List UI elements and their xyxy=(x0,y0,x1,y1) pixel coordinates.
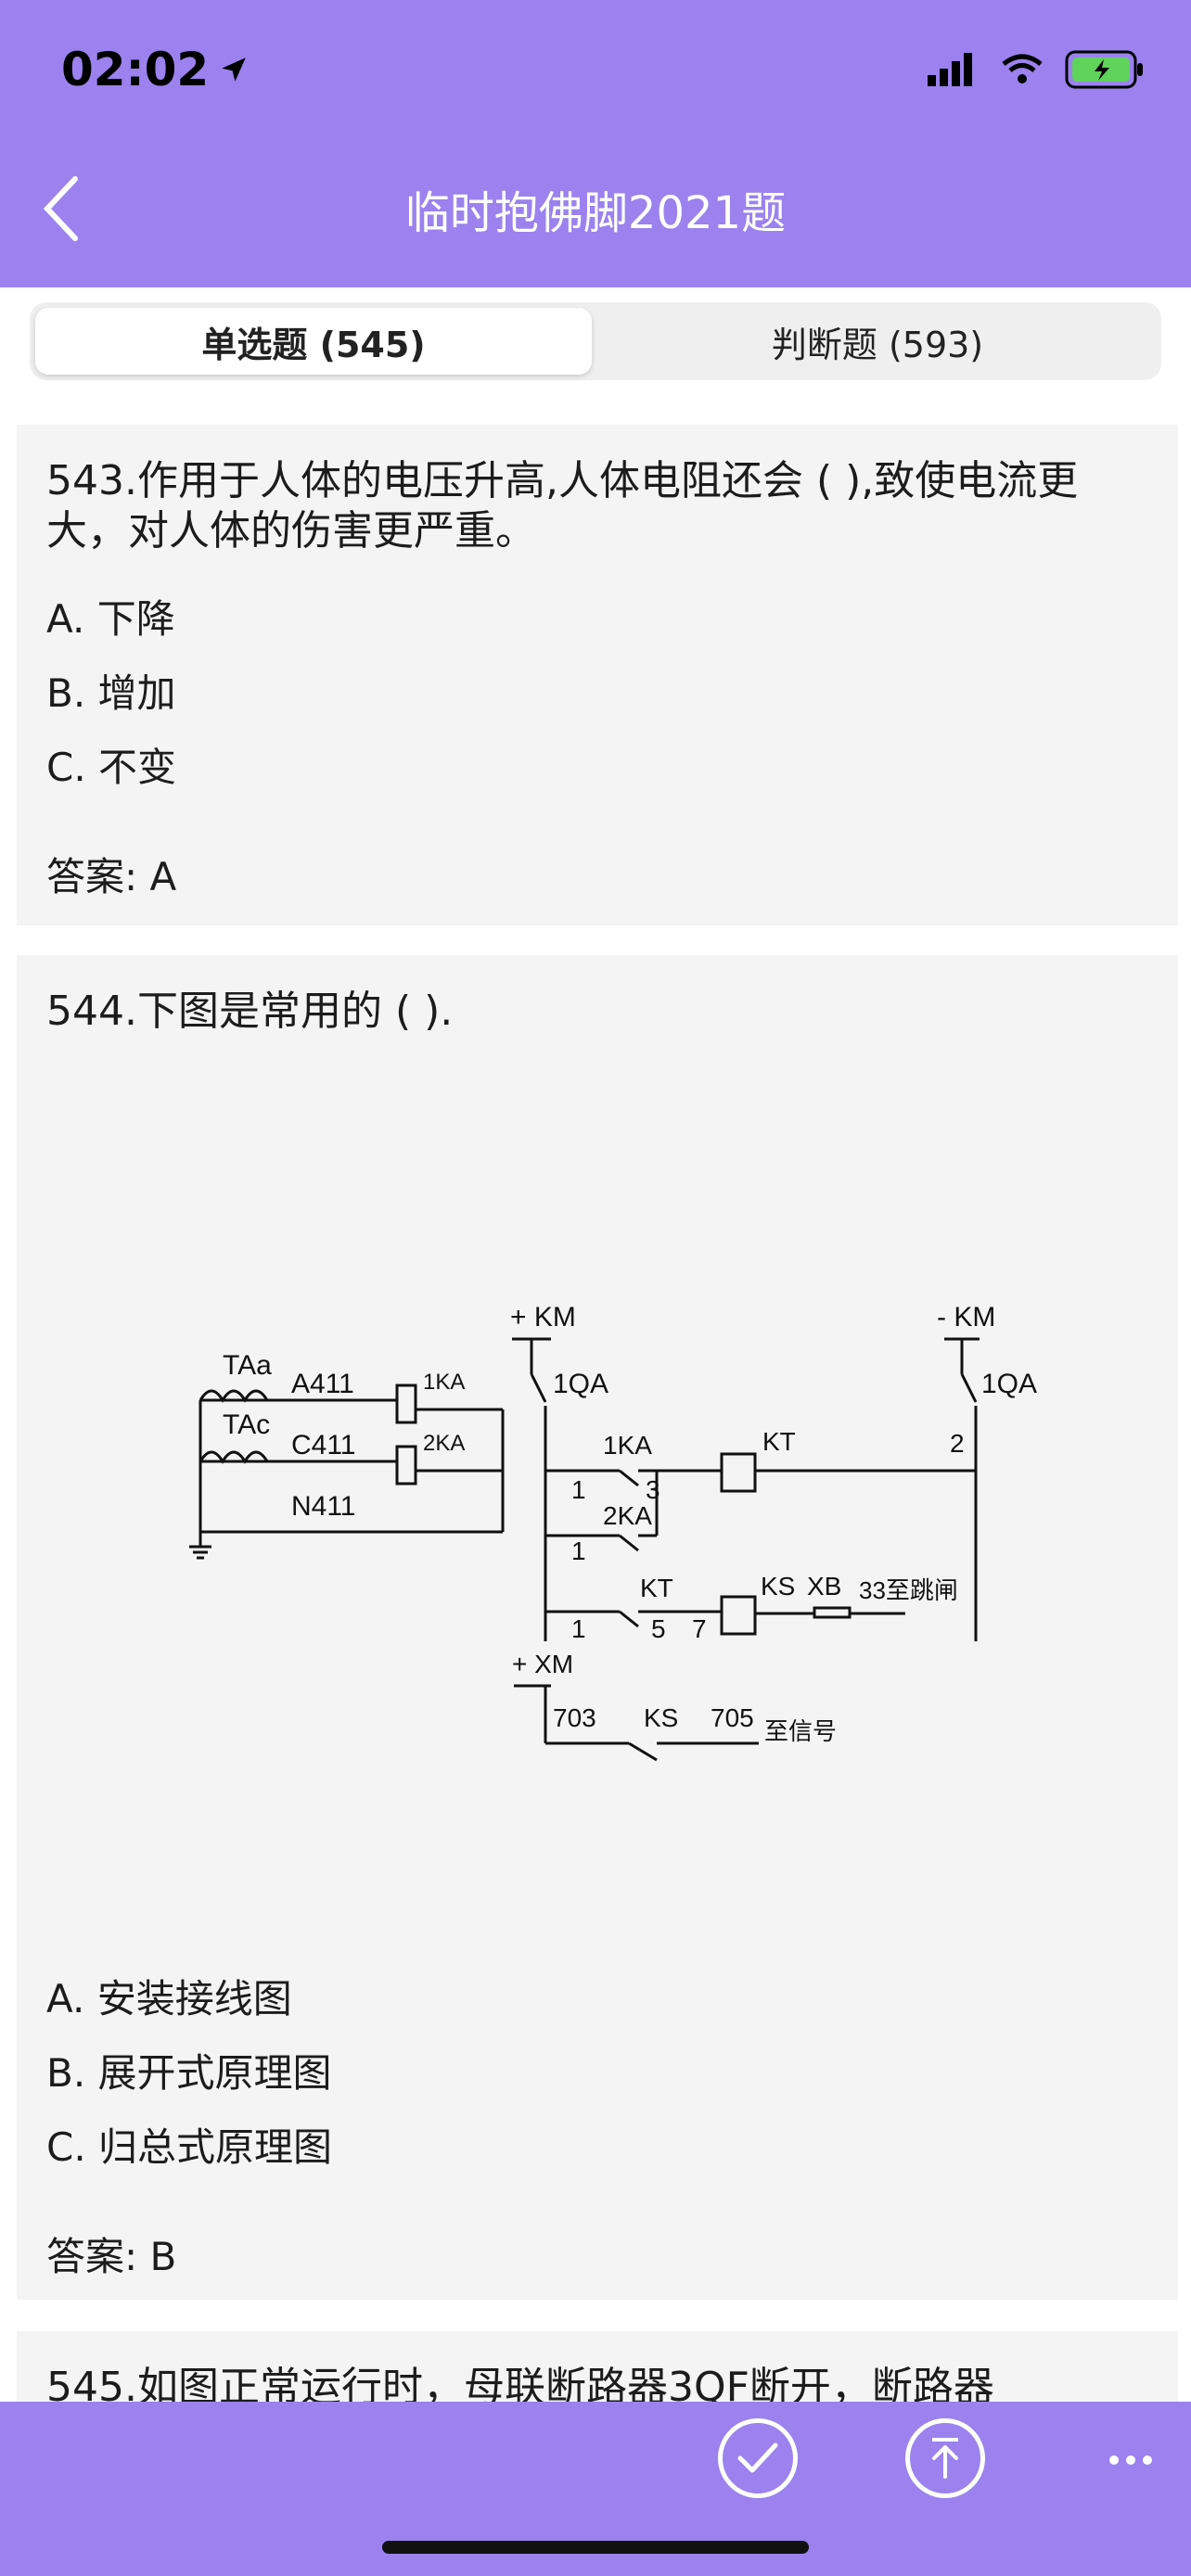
arrow-up-to-top-icon xyxy=(932,2438,958,2479)
question-text: 544.下图是常用的 ( ). xyxy=(46,988,454,1035)
question-card: 544.下图是常用的 ( ). TAa TAc A411 C411 N411 1… xyxy=(17,955,1178,2300)
option-c[interactable]: C. 不变 xyxy=(46,745,177,790)
status-indicators xyxy=(928,48,1145,95)
option-a[interactable]: A. 下降 xyxy=(46,596,175,642)
nav-header: 02:02 临时抱佛脚2021题 xyxy=(0,0,1191,287)
diagram-label: TAc xyxy=(223,1409,270,1440)
diagram-label: 1KA xyxy=(603,1431,652,1460)
option-c[interactable]: C. 归总式原理图 xyxy=(46,2124,333,2170)
diagram-label: 1 xyxy=(571,1475,586,1504)
question-type-tabs: 单选题 (545) 判断题 (593) xyxy=(30,302,1161,380)
diagram-label: 2KA xyxy=(603,1501,652,1530)
checkmark-icon xyxy=(737,2442,778,2473)
question-text: 545.如图正常运行时，母联断路器3QF断开，断路器 xyxy=(46,2364,994,2405)
diagram-label: 1KA xyxy=(423,1370,465,1395)
answer-text: 答案: B xyxy=(46,2234,177,2279)
diagram-label: 2 xyxy=(950,1429,965,1458)
more-dots-icon xyxy=(1109,2455,1152,2465)
diagram-label: 703 xyxy=(553,1703,596,1732)
check-button[interactable] xyxy=(718,2418,798,2498)
diagram-label: 1 xyxy=(571,1537,586,1565)
diagram-label: 33至跳闸 xyxy=(859,1576,958,1604)
tab-true-false[interactable]: 判断题 (593) xyxy=(771,324,984,365)
wifi-icon xyxy=(1000,53,1044,90)
page-title: 临时抱佛脚2021题 xyxy=(404,187,787,239)
home-indicator xyxy=(382,2541,809,2554)
diagram-label: A411 xyxy=(291,1369,354,1399)
diagram-label: 1QA xyxy=(553,1369,608,1399)
question-text: 543.作用于人体的电压升高,人体电阻还会 ( ),致使电流更大，对人体的伤害更… xyxy=(46,457,1079,555)
more-button[interactable] xyxy=(1108,2429,1154,2477)
diagram-label: KS xyxy=(644,1703,678,1732)
chevron-left-icon xyxy=(43,176,78,241)
diagram-label: KT xyxy=(762,1427,796,1456)
scroll-top-button[interactable] xyxy=(905,2418,985,2498)
location-icon xyxy=(218,43,250,96)
option-b[interactable]: B. 展开式原理图 xyxy=(46,2050,332,2096)
diagram-label: - KM xyxy=(937,1302,995,1333)
diagram-label: 2KA xyxy=(423,1431,465,1456)
diagram-label: 5 xyxy=(651,1614,666,1643)
option-b[interactable]: B. 增加 xyxy=(46,670,176,716)
diagram-label: 1 xyxy=(571,1614,586,1643)
diagram-label: 1QA xyxy=(981,1369,1037,1399)
battery-icon xyxy=(1065,50,1145,93)
diagram-label: XB xyxy=(807,1572,841,1600)
diagram-label: 705 xyxy=(711,1703,754,1732)
back-button[interactable] xyxy=(28,167,93,250)
question-card: 543.作用于人体的电压升高,人体电阻还会 ( ),致使电流更大，对人体的伤害更… xyxy=(17,425,1178,925)
question-card: 545.如图正常运行时，母联断路器3QF断开，断路器 xyxy=(17,2331,1178,2405)
option-a[interactable]: A. 安装接线图 xyxy=(46,1976,292,2021)
diagram-label: + KM xyxy=(510,1302,576,1333)
diagram-label: KS xyxy=(761,1572,795,1600)
diagram-label: C411 xyxy=(291,1430,356,1460)
signal-icon xyxy=(928,53,980,90)
diagram-label: + XM xyxy=(512,1650,573,1678)
status-time: 02:02 xyxy=(61,43,250,96)
diagram-label: 7 xyxy=(692,1614,707,1643)
diagram-label: N411 xyxy=(291,1491,356,1522)
diagram-label: TAa xyxy=(223,1350,272,1381)
diagram-label: KT xyxy=(640,1574,673,1602)
circuit-diagram: TAa TAc A411 C411 N411 1KA 2KA + KM 1QA xyxy=(189,1302,1037,1762)
answer-text: 答案: A xyxy=(46,854,177,899)
tab-single-choice[interactable]: 单选题 (545) xyxy=(35,308,592,375)
diagram-label: 至信号 xyxy=(764,1717,837,1745)
